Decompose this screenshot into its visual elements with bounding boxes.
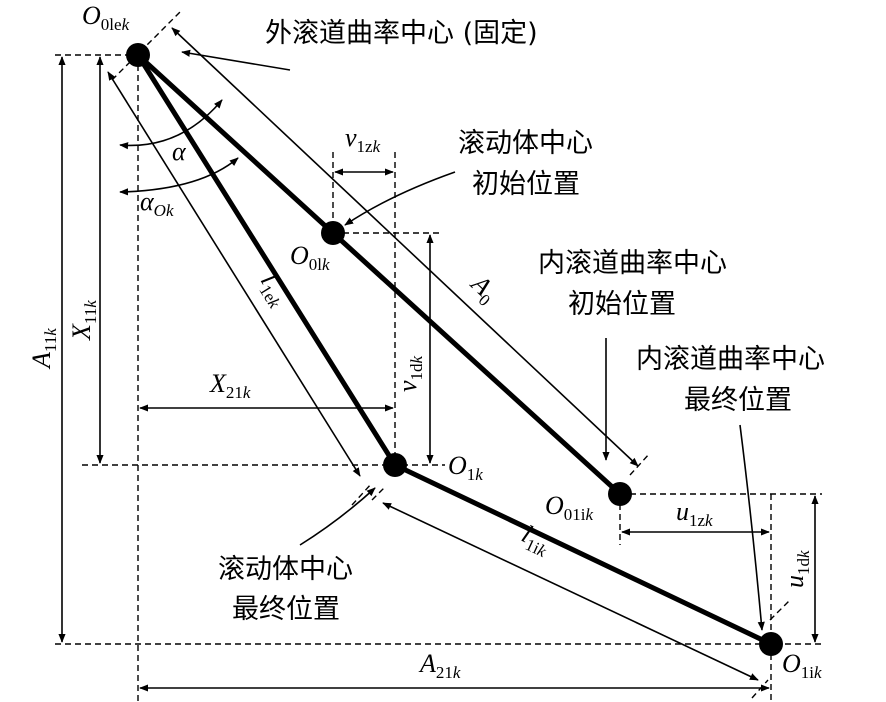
note-inner-final-line2: 最终位置	[684, 385, 792, 416]
ball-final-lower-perpendicular-dashed	[371, 485, 387, 501]
outer-center-point	[126, 43, 150, 67]
inner-final-lower-perpendicular-dashed	[751, 679, 769, 699]
inner-initial-point	[608, 482, 632, 506]
label-o-ball-initial: O0lk	[290, 241, 330, 274]
label-a21: A21k	[418, 649, 461, 682]
ball-final-perpendicular-dashed	[351, 482, 373, 506]
le-dimension-arrow	[107, 71, 361, 477]
angle-arcs	[119, 99, 239, 196]
label-alpha: α	[172, 137, 187, 166]
note-ball-initial-line2: 初始位置	[472, 169, 580, 200]
inner-final-callout	[739, 424, 765, 631]
label-x21: X21k	[209, 369, 251, 402]
label-li: l1ik	[516, 519, 556, 561]
alpha-o-arc	[119, 157, 239, 196]
label-o-inner-final: O1ik	[782, 649, 822, 682]
label-alpha-o: αOk	[140, 187, 174, 220]
alpha-arc	[119, 99, 223, 150]
callout-arrows	[181, 49, 765, 631]
ball-final-callout	[299, 487, 376, 546]
inner-final-point	[759, 632, 783, 656]
note-ball-initial-line1: 滚动体中心	[458, 128, 593, 159]
li-dimension-arrow	[382, 502, 759, 681]
label-le: l1ek	[252, 268, 297, 312]
note-inner-final-line1: 内滚道曲率中心	[636, 344, 825, 375]
label-a11: A11k	[27, 328, 60, 370]
label-o-outer: O0lek	[82, 1, 130, 34]
label-u1d: u1dk	[780, 550, 813, 588]
note-outer-center: 外滚道曲率中心 (固定)	[265, 18, 538, 49]
line-ball-final-to-inner-final	[392, 462, 774, 647]
note-inner-initial-line2: 初始位置	[568, 289, 676, 320]
label-o-ball-final: O1k	[448, 451, 483, 484]
ball-final-point	[383, 453, 407, 477]
inner-final-perpendicular-dashed	[769, 599, 791, 621]
note-ball-final-line1: 滚动体中心	[218, 554, 353, 585]
outer-center-callout	[181, 49, 291, 71]
label-v1d: v1dk	[393, 355, 426, 392]
ball-initial-callout	[344, 171, 456, 226]
note-inner-initial-line1: 内滚道曲率中心	[538, 248, 727, 279]
outer-perpendicular-dashed	[111, 11, 181, 81]
label-x11: X11k	[67, 300, 100, 341]
label-v1z: v1zk	[345, 123, 381, 156]
note-ball-final-line2: 最终位置	[232, 594, 340, 625]
label-u1z: u1zk	[676, 497, 713, 530]
center-points	[126, 43, 783, 656]
label-o-inner-initial: O01ik	[545, 491, 594, 524]
label-a0: A0	[462, 268, 504, 310]
ball-initial-point	[321, 221, 345, 245]
inner-initial-perpendicular-dashed	[629, 452, 651, 476]
